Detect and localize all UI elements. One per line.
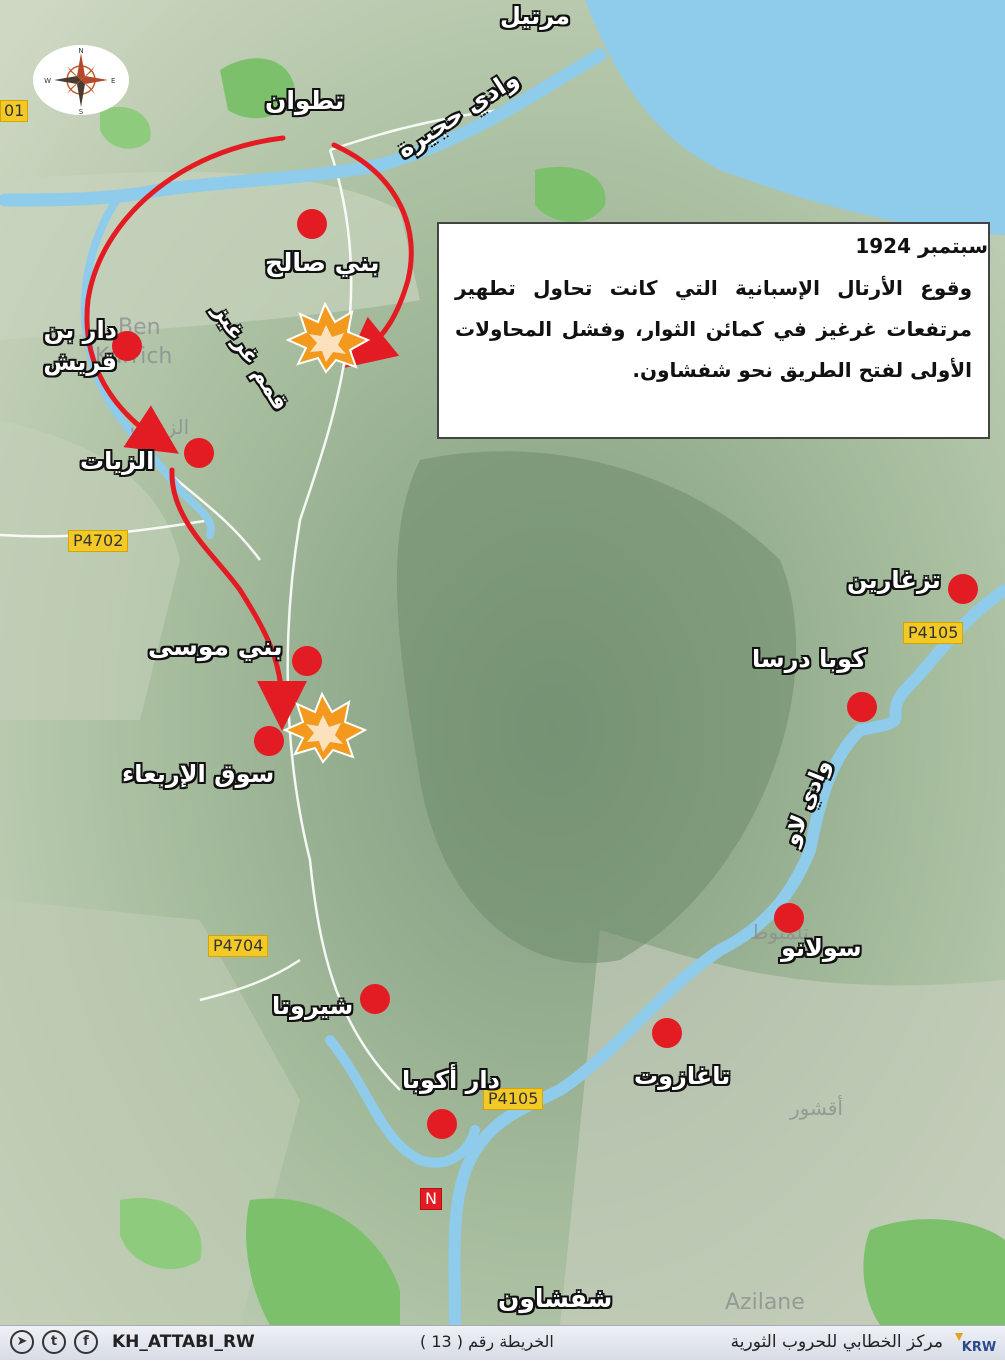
- route-arrow: [331, 142, 414, 368]
- place-label-chirouta: شيروتا: [272, 992, 354, 1020]
- location-dot: [360, 984, 390, 1014]
- location-dot: [652, 1018, 682, 1048]
- place-label-chefchaouen: شفشاون: [498, 1284, 613, 1313]
- compass-s: S: [79, 108, 84, 115]
- forest-patch: [863, 1219, 1005, 1325]
- place-label-bni-moussa: بني موسى: [148, 632, 283, 661]
- explosion-icon: [282, 691, 368, 764]
- map: Ben Karrich الزينات تلمبوط أقشور Azilane…: [0, 0, 1005, 1325]
- logo-text: KRW: [962, 1340, 996, 1355]
- place-label-dar-ben-karrich: دار بن قريش: [43, 316, 117, 376]
- place-label-tetouan: تطوان: [265, 86, 345, 115]
- road-shield-p4105: P4105: [483, 1088, 544, 1110]
- compass-n: N: [78, 47, 83, 55]
- explosion-icon: [285, 301, 371, 374]
- twitter-icon[interactable]: t: [42, 1330, 66, 1354]
- location-dot: [948, 574, 978, 604]
- place-label-kouba-darsa: كوبا درسا: [752, 645, 867, 673]
- place-label-taghazout: تاغازوت: [634, 1062, 731, 1090]
- compass-e: E: [111, 77, 115, 85]
- location-dot: [847, 692, 877, 722]
- map-canvas: [0, 0, 1005, 1325]
- road-shield-p4702: P4702: [68, 530, 129, 552]
- sea: [585, 0, 1005, 235]
- place-label-bni-salah: بني صالح: [265, 248, 380, 277]
- compass-w: W: [44, 77, 51, 85]
- facebook-icon[interactable]: f: [74, 1330, 98, 1354]
- info-date: سبتمبر 1924: [855, 234, 988, 258]
- location-dot: [774, 903, 804, 933]
- place-label-dar-akouba: دار أكوبا: [402, 1066, 500, 1094]
- info-box: سبتمبر 1924 وقوع الأرتال الإسبانية التي …: [437, 222, 990, 439]
- forest-patch: [220, 58, 295, 119]
- location-dot: [112, 331, 142, 361]
- forest-patch: [535, 166, 606, 222]
- basemap-label-achour: أقشور: [790, 1096, 843, 1120]
- laou-river: [448, 584, 1005, 1325]
- location-dot: [292, 646, 322, 676]
- road-shield-p4704: P4704: [208, 935, 269, 957]
- location-dot: [297, 209, 327, 239]
- footer-bar: ➤ t f KH_ATTABI_RW الخريطة رقم ( 13 ) مر…: [0, 1325, 1005, 1360]
- location-dot: [427, 1109, 457, 1139]
- place-label-souk-larbaa: سوق الإربعاء: [122, 760, 275, 788]
- compass-rose: N S E W: [33, 45, 129, 115]
- road-shield-n: N: [420, 1188, 442, 1210]
- road-shield-edge: 01: [0, 100, 29, 122]
- routes-overlay: [84, 135, 414, 764]
- route-arrow: [169, 467, 307, 731]
- location-dot: [254, 726, 284, 756]
- place-label-zayat: الزيات: [80, 447, 155, 475]
- road-shield-p4105: P4105: [903, 622, 964, 644]
- mountain-range: [396, 451, 797, 964]
- forest-patch: [246, 1198, 400, 1325]
- org-logo: KRW: [949, 1329, 999, 1357]
- place-label-tazgharin: تزغارين: [847, 566, 941, 594]
- place-label-soulano: سولانو: [781, 934, 862, 962]
- org-name: مركز الخطابي للحروب الثورية: [730, 1332, 943, 1352]
- map-number: الخريطة رقم ( 13 ): [420, 1332, 554, 1351]
- place-label-martil: مرتيل: [500, 2, 571, 30]
- hjira-river: [0, 48, 607, 207]
- telegram-icon[interactable]: ➤: [10, 1330, 34, 1354]
- compass-icon: N S E W: [44, 47, 115, 115]
- basemap-label-azilane: Azilane: [725, 1290, 805, 1315]
- route-arrow: [84, 135, 286, 454]
- location-dot: [184, 438, 214, 468]
- info-text: وقوع الأرتال الإسبانية التي كانت تحاول ت…: [455, 276, 972, 382]
- social-handle: KH_ATTABI_RW: [112, 1332, 255, 1352]
